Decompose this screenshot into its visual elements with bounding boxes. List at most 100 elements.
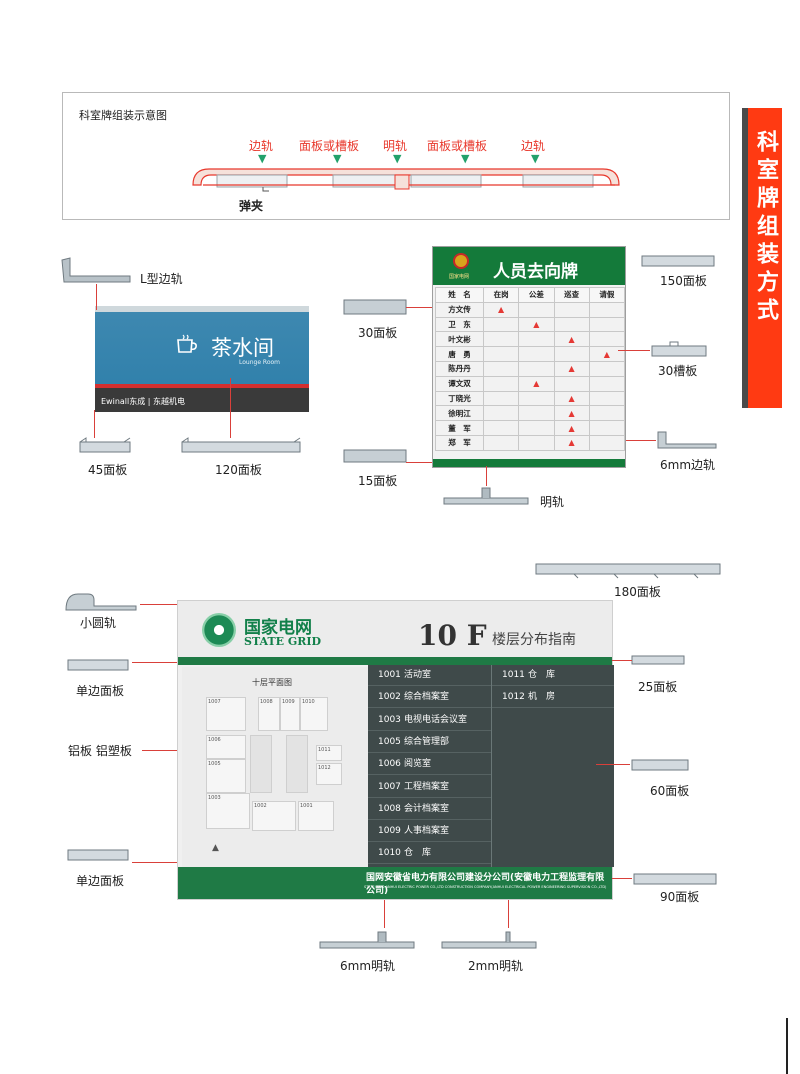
pointer-line [96,284,97,310]
tea-sign-stripe [95,384,309,388]
room-number: 1012 [502,692,525,703]
staff-name: 董 军 [435,420,484,436]
room-number: 1009 [378,826,401,837]
status-cell [588,360,626,377]
board-row: 郑 军 ▲ [435,434,626,451]
l-rail-profile [61,257,131,283]
staff-name: 陈丹丹 [435,360,484,377]
label-panel-60: 60面板 [650,784,690,798]
board-header-cell: 公差 [518,287,555,303]
board-header-cell: 请假 [588,287,626,303]
status-cell [482,375,520,392]
side-banner: 科室牌组装方式 [742,108,782,408]
status-cell [518,434,555,451]
single-panel-bottom-profile [67,849,129,861]
plan-room: 1002 [252,801,296,831]
label-rail-2mm: 2mm明轨 [468,959,524,973]
board-header-cell: 在岗 [482,287,520,303]
room-name: 仓 库 [404,848,432,859]
label-panel-45: 45面板 [88,463,128,477]
arrow-down-icon: ▼ [393,152,402,165]
status-cell [588,331,626,348]
status-cell [588,405,626,422]
plan-room: 1007 [206,697,246,731]
panel-30-profile [343,299,407,315]
panel-90-profile [633,873,717,885]
room-name: 机 房 [528,692,556,703]
cup-icon [177,334,197,353]
label-open-rail: 明轨 [540,495,565,509]
panel-180-profile [535,563,721,579]
board-row: 唐 勇▲ [435,346,626,362]
plan-room: 1006 [206,735,246,759]
rail-2mm-profile [441,931,537,949]
room-name: 电视电话会议室 [404,714,468,725]
label-edge-rail-right: 边轨 [521,139,546,153]
page-edge-mark [786,1018,788,1074]
floor-number: 10 F [418,619,487,652]
tea-sign-title: 茶水间 [211,336,274,360]
status-cell [482,390,520,407]
staff-name: 郑 军 [435,434,484,451]
pointer-line [142,750,178,751]
small-round-rail-profile [65,593,137,611]
side-banner-title: 科室牌组装方式 [753,130,778,326]
status-cell [518,301,555,318]
stairwell [286,735,308,793]
room-number: 1006 [378,759,401,770]
status-cell [482,331,520,348]
north-arrow-icon: ▲ [212,843,219,853]
label-alu-panel: 铝板 铝塑板 [68,744,132,758]
state-grid-logo-icon [202,613,236,647]
label-panel-90: 90面板 [660,890,700,904]
assembly-diagram: 科室牌组装示意图 边轨 面板或槽板 明轨 面板或槽板 边轨 ▼ ▼ ▼ ▼ ▼ … [62,92,730,220]
floor-guide-title: 楼层分布指南 [492,632,576,648]
status-cell [588,434,626,451]
label-groove-30: 30槽板 [658,364,698,378]
status-cell [518,390,555,407]
status-marker-icon: ▲ [553,434,590,451]
staff-name: 谭文双 [435,375,484,392]
status-cell [482,434,520,451]
plan-room: 1003 [206,793,250,829]
staff-name: 卫 东 [435,316,484,333]
label-panel-120: 120面板 [215,463,262,477]
arrow-down-icon: ▼ [258,152,267,165]
emblem-text: 国家电网 [449,274,470,280]
pointer-line [486,466,487,486]
status-cell [482,360,520,377]
board-header-row: 姓 名在岗公差巡查请假 [435,287,626,303]
pointer-line [612,878,632,879]
status-cell [588,420,626,436]
plan-room: 1001 [298,801,334,831]
open-rail-profile [443,487,529,505]
panel-120-profile [181,437,301,453]
emblem-icon [453,253,469,269]
tea-room-sign: 茶水间 Lounge Room Ewinall东成 | 东越机电 [95,306,309,412]
board-row: 方文传▲ [435,301,626,318]
single-panel-top-profile [67,659,129,671]
plan-room: 1010 [300,697,328,731]
floor-plan-title: 十层平面图 [252,678,292,687]
room-name: 阅览室 [404,759,432,770]
board-footer [433,459,625,467]
board-header: 国家电网 人员去向牌 [433,247,625,285]
pointer-line [406,462,434,463]
arrow-down-icon: ▼ [461,152,470,165]
label-small-round-rail: 小圆轨 [80,616,117,630]
label-panel-30: 30面板 [358,326,398,340]
panel-25-profile [631,655,685,665]
plan-room: 1009 [280,697,300,731]
room-name: 仓 库 [528,670,556,680]
floor-guide-sign: 国家电网 STATE GRID 10 F 楼层分布指南 十层平面图 1007 1… [177,600,614,900]
staff-name: 方文传 [435,301,484,318]
status-cell [482,420,520,436]
label-panel-150: 150面板 [660,274,707,288]
status-cell [518,405,555,422]
room-number: 1011 [502,670,525,680]
stairwell [250,735,272,793]
